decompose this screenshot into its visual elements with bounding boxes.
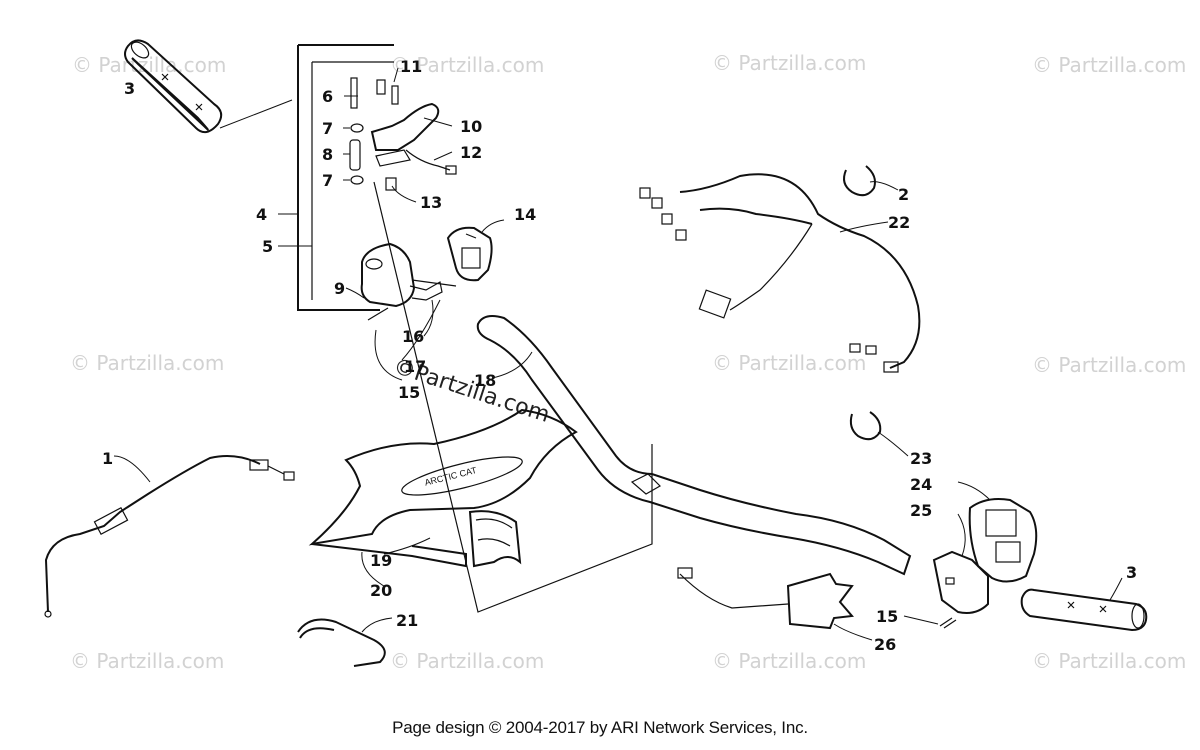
part-12-wire	[405, 149, 451, 171]
watermark: © Partzilla.com	[712, 351, 866, 375]
watermark: © Partzilla.com	[390, 53, 544, 77]
part-25-bracket	[932, 550, 989, 614]
leader-2	[869, 181, 899, 191]
watermark: © Partzilla.com	[712, 51, 866, 75]
reference-line-b	[411, 279, 457, 287]
part-13-clip	[385, 177, 397, 191]
callout-3: 3	[1126, 563, 1137, 582]
watermark: © Partzilla.com	[70, 351, 224, 375]
part-26-heater	[677, 567, 854, 630]
part-10-lever	[370, 102, 440, 151]
part-3-grip-left	[124, 39, 223, 134]
callout-10: 10	[460, 117, 482, 136]
part-8-plate	[375, 149, 411, 167]
leader-15b	[903, 615, 939, 625]
leader-22	[839, 221, 889, 233]
callout-7: 7	[322, 119, 333, 138]
callout-12: 12	[460, 143, 482, 162]
part-21-clip	[297, 618, 386, 667]
leader-24	[957, 481, 991, 501]
callout-24: 24	[910, 475, 932, 494]
leader-18	[491, 351, 533, 379]
callout-20: 20	[370, 581, 392, 600]
part-18-handlebar	[476, 315, 912, 576]
leader-25	[957, 513, 966, 557]
watermark: © Partzilla.com	[1032, 53, 1186, 77]
part-12-plug	[445, 165, 457, 175]
leader-10	[423, 117, 453, 127]
page-footer: Page design © 2004-2017 by ARI Network S…	[392, 718, 808, 737]
part-3-grip-right	[1020, 588, 1148, 632]
callout-1: 1	[102, 449, 113, 468]
callout-15: 15	[398, 383, 420, 402]
leader-23	[877, 431, 909, 457]
callout-5: 5	[262, 237, 273, 256]
part-23-ring	[849, 411, 882, 441]
callout-23: 23	[910, 449, 932, 468]
leader-9	[345, 287, 365, 299]
callout-17: 17	[404, 357, 426, 376]
part-20-foam	[468, 510, 522, 568]
pad-logo: ARCTIC CAT	[424, 465, 479, 488]
callout-labels: 1 2 3 3 4 5 6 7 7 8 9 10 11 12 13 14 15 …	[102, 57, 1137, 654]
watermark: © Partzilla.com	[70, 649, 224, 673]
callout-18: 18	[474, 371, 496, 390]
part-15-screw	[939, 617, 957, 629]
leader-26	[833, 623, 873, 641]
callout-6: 6	[322, 87, 333, 106]
part-24-switch-housing	[968, 498, 1038, 583]
leader-20	[361, 551, 385, 587]
watermark: © Partzilla.com	[712, 649, 866, 673]
callout-16: 16	[402, 327, 424, 346]
bracket-4	[297, 44, 394, 311]
watermark: © Partzilla.com	[1032, 353, 1186, 377]
leader-3a	[219, 99, 293, 129]
callout-26: 26	[874, 635, 896, 654]
leader-21	[361, 617, 393, 633]
reference-line	[373, 181, 653, 613]
leader-3b	[1109, 577, 1123, 601]
part-11-pins	[376, 79, 399, 105]
callout-15: 15	[876, 607, 898, 626]
leader-13	[391, 185, 417, 203]
part-19-pad: ARCTIC CAT	[308, 408, 578, 568]
leader-11	[393, 67, 399, 83]
leader-12	[433, 151, 453, 161]
part-2-ring	[843, 165, 876, 197]
callout-2: 2	[898, 185, 909, 204]
callout-3: 3	[124, 79, 135, 98]
leader-1	[113, 455, 151, 483]
part-22-harness	[639, 173, 921, 373]
callout-21: 21	[396, 611, 418, 630]
leader-16	[423, 299, 434, 337]
part-9-throttle-housing	[360, 242, 443, 321]
leader-19	[383, 537, 431, 555]
part-1-cable	[44, 455, 295, 618]
callout-25: 25	[910, 501, 932, 520]
leader-14	[481, 219, 505, 233]
watermark: © Partzilla.com	[1032, 649, 1186, 673]
callout-19: 19	[370, 551, 392, 570]
bracket-5	[311, 61, 394, 300]
callout-9: 9	[334, 279, 345, 298]
callout-7: 7	[322, 171, 333, 190]
part-14-switch	[446, 226, 493, 282]
hardware-6-8	[349, 77, 364, 185]
callout-14: 14	[514, 205, 536, 224]
leader-15a	[374, 329, 403, 381]
watermark: © Partzilla.com	[390, 649, 544, 673]
callout-8: 8	[322, 145, 333, 164]
callout-22: 22	[888, 213, 910, 232]
callout-4: 4	[256, 205, 267, 224]
callout-13: 13	[420, 193, 442, 212]
callout-11: 11	[400, 57, 422, 76]
leader-17	[401, 299, 441, 361]
